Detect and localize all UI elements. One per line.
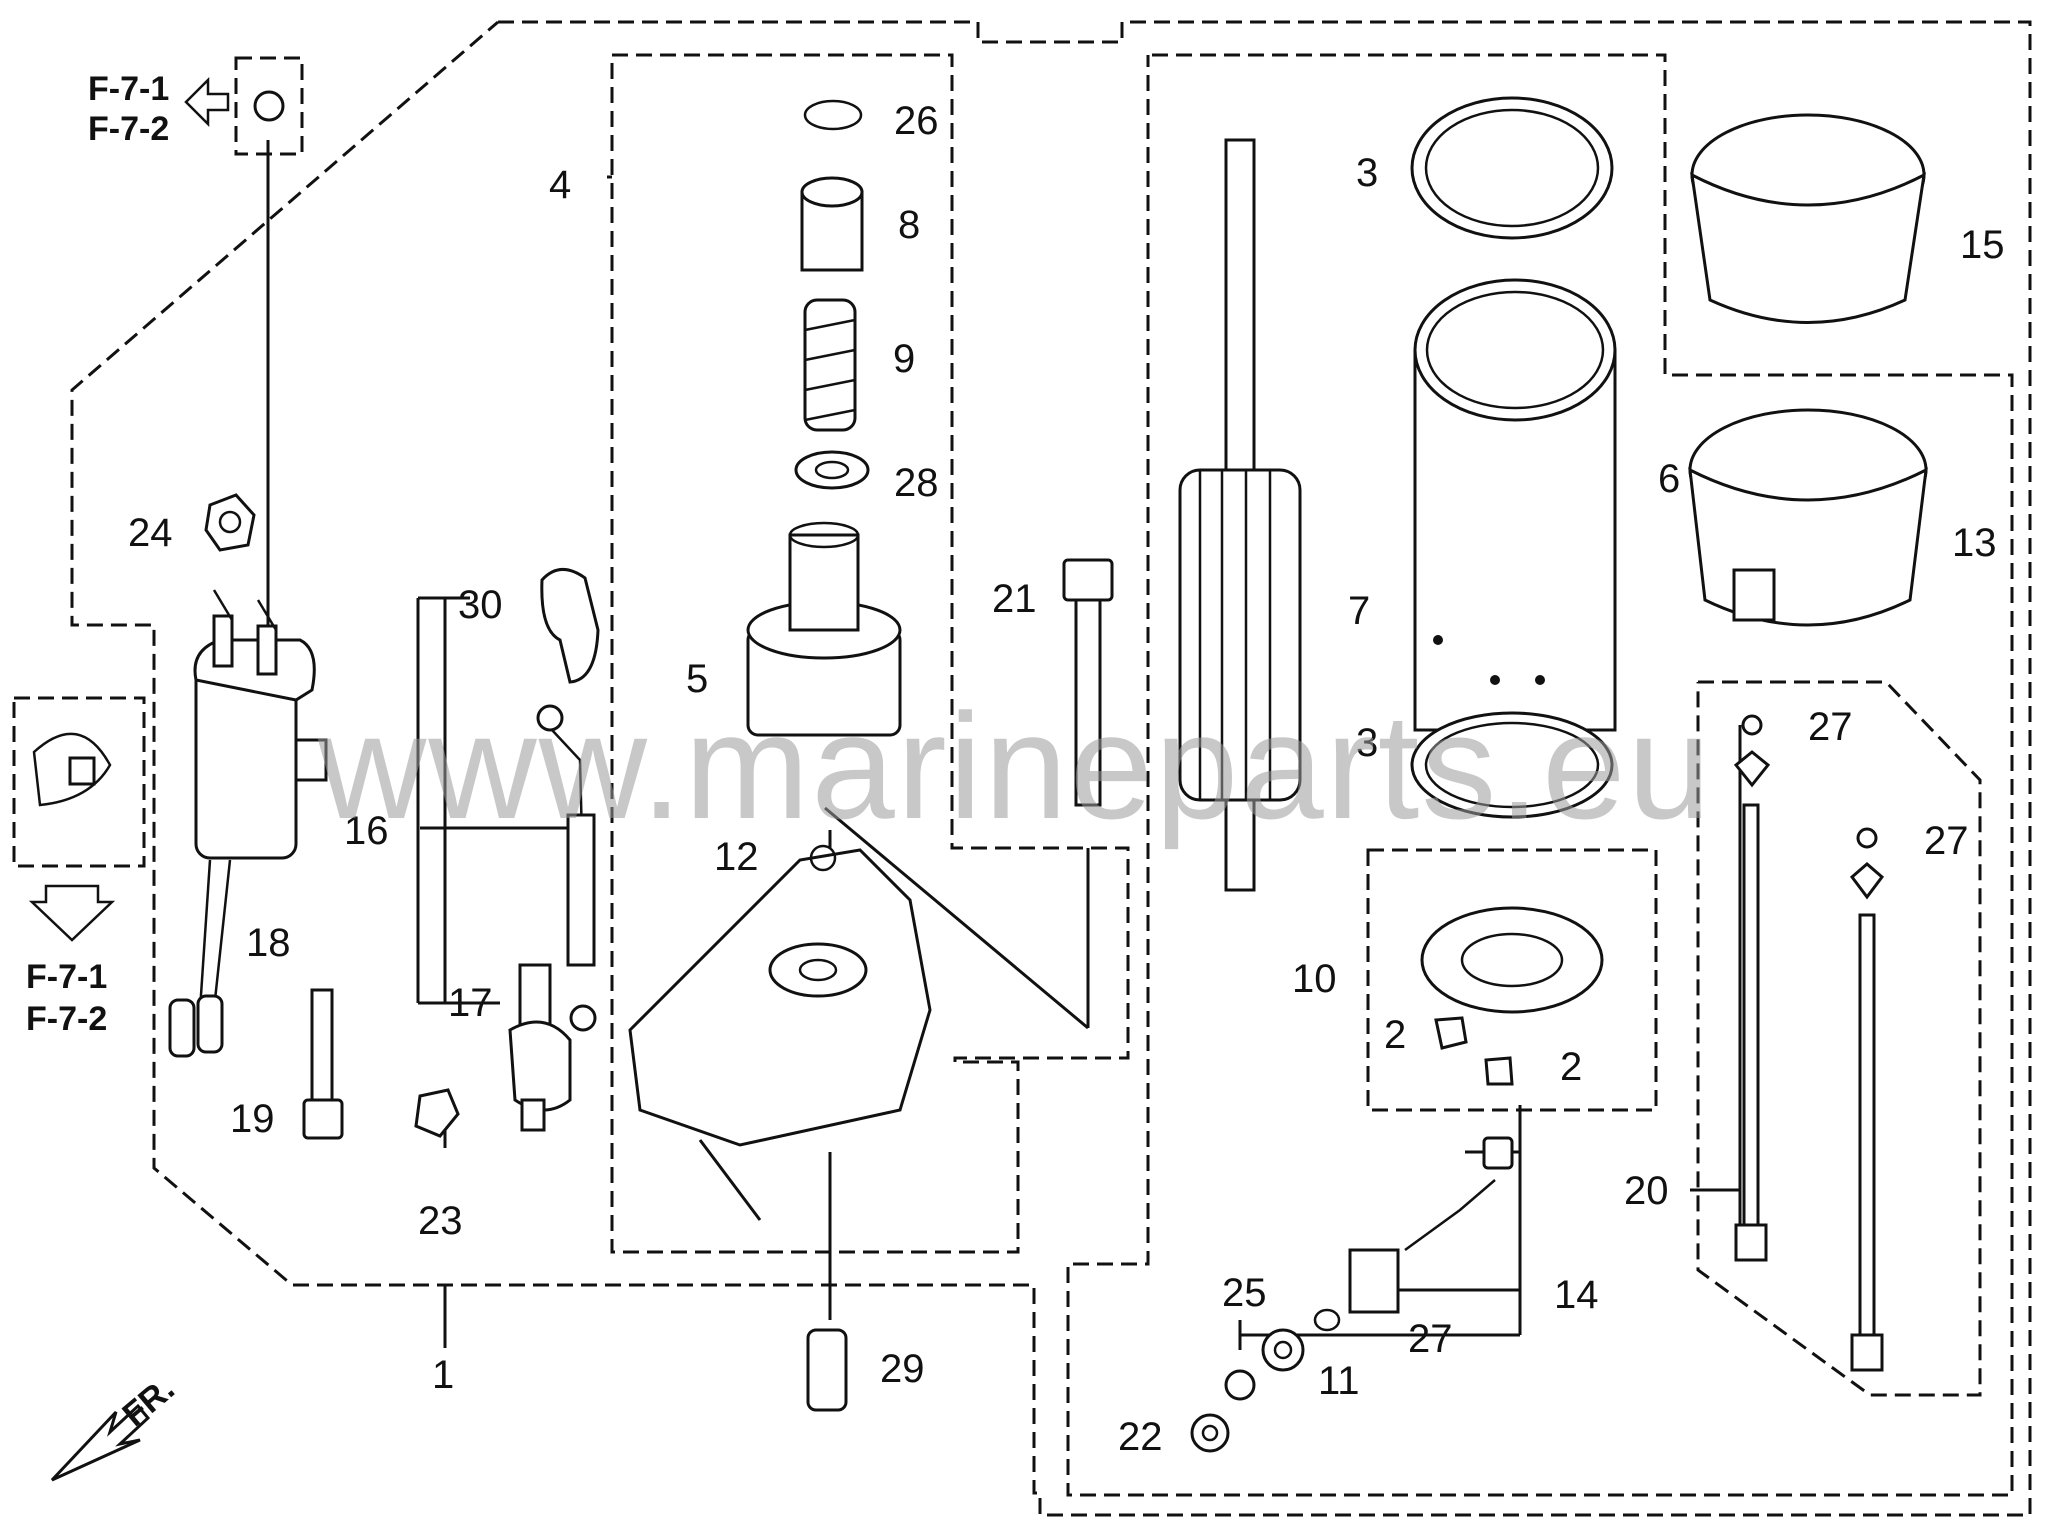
part-label: 5 <box>686 657 708 701</box>
spring-9 <box>803 298 857 432</box>
washer-28 <box>794 450 870 490</box>
part-label: 9 <box>893 337 915 381</box>
part-label: 30 <box>458 583 503 627</box>
brush-holder-10-box <box>1366 848 1658 1112</box>
armature-7 <box>1178 138 1302 892</box>
part-label: 19 <box>230 1097 275 1141</box>
through-bolt-20-a <box>1734 803 1768 1262</box>
bolt-set-20-boundary <box>1696 680 1982 1397</box>
stop-collar-8 <box>800 176 864 272</box>
brush-2b <box>1484 1056 1514 1086</box>
part-label: 27 <box>1924 819 1969 863</box>
pinion-gear-5 <box>746 521 902 737</box>
washer-27-stack <box>1313 1308 1341 1332</box>
assembly-4-boundary <box>610 53 1130 1254</box>
brush-holder-10 <box>1420 906 1604 1014</box>
part-label: 23 <box>418 1199 463 1243</box>
part-label: 22 <box>1118 1415 1163 1459</box>
ref-arrow-up <box>184 76 230 128</box>
o-ring-3-lower <box>1410 711 1614 819</box>
front-arrow-icon <box>50 1403 151 1482</box>
part-label: 12 <box>714 835 759 879</box>
bolt-19 <box>302 988 344 1140</box>
ref-label-bottom-b: F-7-2 <box>26 1000 107 1038</box>
part-label: 15 <box>1960 223 2005 267</box>
ref-arrow-down <box>28 884 116 942</box>
part-label: 14 <box>1554 1273 1599 1317</box>
part-label: 20 <box>1624 1169 1669 1213</box>
end-cover-13 <box>1688 408 1928 627</box>
part-label: 4 <box>549 163 571 207</box>
part-label: 2 <box>1560 1045 1582 1089</box>
part-label: 27 <box>1808 705 1853 749</box>
bracket-12 <box>628 844 932 1147</box>
part-label: 21 <box>992 577 1037 621</box>
bolt-21 <box>1062 558 1114 807</box>
part-label: 27 <box>1408 1317 1453 1361</box>
washer-25 <box>1224 1369 1256 1401</box>
brush-2a <box>1434 1016 1468 1050</box>
part-label: 26 <box>894 99 939 143</box>
cable-16 <box>536 704 597 1032</box>
part-label: 17 <box>448 981 493 1025</box>
ref-clamp-icon <box>32 732 112 807</box>
nut-22 <box>1190 1413 1230 1453</box>
assembly-1-boundary <box>70 20 2032 1517</box>
part-label: 18 <box>246 921 291 965</box>
part-label: 6 <box>1658 457 1680 501</box>
ref-label-top-a: F-7-1 <box>88 70 169 108</box>
o-ring-3 <box>1410 96 1614 240</box>
ref-clamp-box <box>12 696 146 868</box>
washer-27-a <box>1733 714 1771 788</box>
part-label: 7 <box>1348 589 1370 633</box>
bushing-29 <box>806 1328 848 1412</box>
through-bolt-20-b <box>1850 913 1884 1372</box>
part-label: 3 <box>1356 151 1378 195</box>
part-label: 13 <box>1952 521 1997 565</box>
ref-nut-icon <box>253 90 285 122</box>
part-label: 28 <box>894 461 939 505</box>
part-label: 1 <box>432 1353 454 1397</box>
part-label: 25 <box>1222 1271 1267 1315</box>
starter-solenoid <box>168 589 328 1058</box>
snap-ring-26 <box>803 99 863 131</box>
washer-27-b <box>1849 827 1885 900</box>
terminal-cap-30 <box>540 568 600 684</box>
nut-23 <box>414 1088 460 1138</box>
part-label: 11 <box>1318 1359 1360 1403</box>
ref-label-bottom-a: F-7-1 <box>26 958 107 996</box>
part-label: 16 <box>344 809 389 853</box>
motor-sub-boundary <box>1066 53 2014 1497</box>
part-label: 3 <box>1356 721 1378 765</box>
nut-11 <box>1261 1328 1305 1372</box>
boot-17 <box>508 963 572 1132</box>
cover-15 <box>1690 113 1926 324</box>
part-label: 8 <box>898 203 920 247</box>
part-label: 24 <box>128 511 173 555</box>
watermark: www.marineparts.eu <box>317 682 1713 850</box>
part-label: 10 <box>1292 957 1337 1001</box>
ref-label-top-b: F-7-2 <box>88 110 169 148</box>
terminal-bolt-14 <box>1348 1136 1514 1314</box>
yoke-6 <box>1413 278 1617 732</box>
part-label: 29 <box>880 1347 925 1391</box>
nut-24 <box>204 493 256 552</box>
part-label: 2 <box>1384 1013 1406 1057</box>
